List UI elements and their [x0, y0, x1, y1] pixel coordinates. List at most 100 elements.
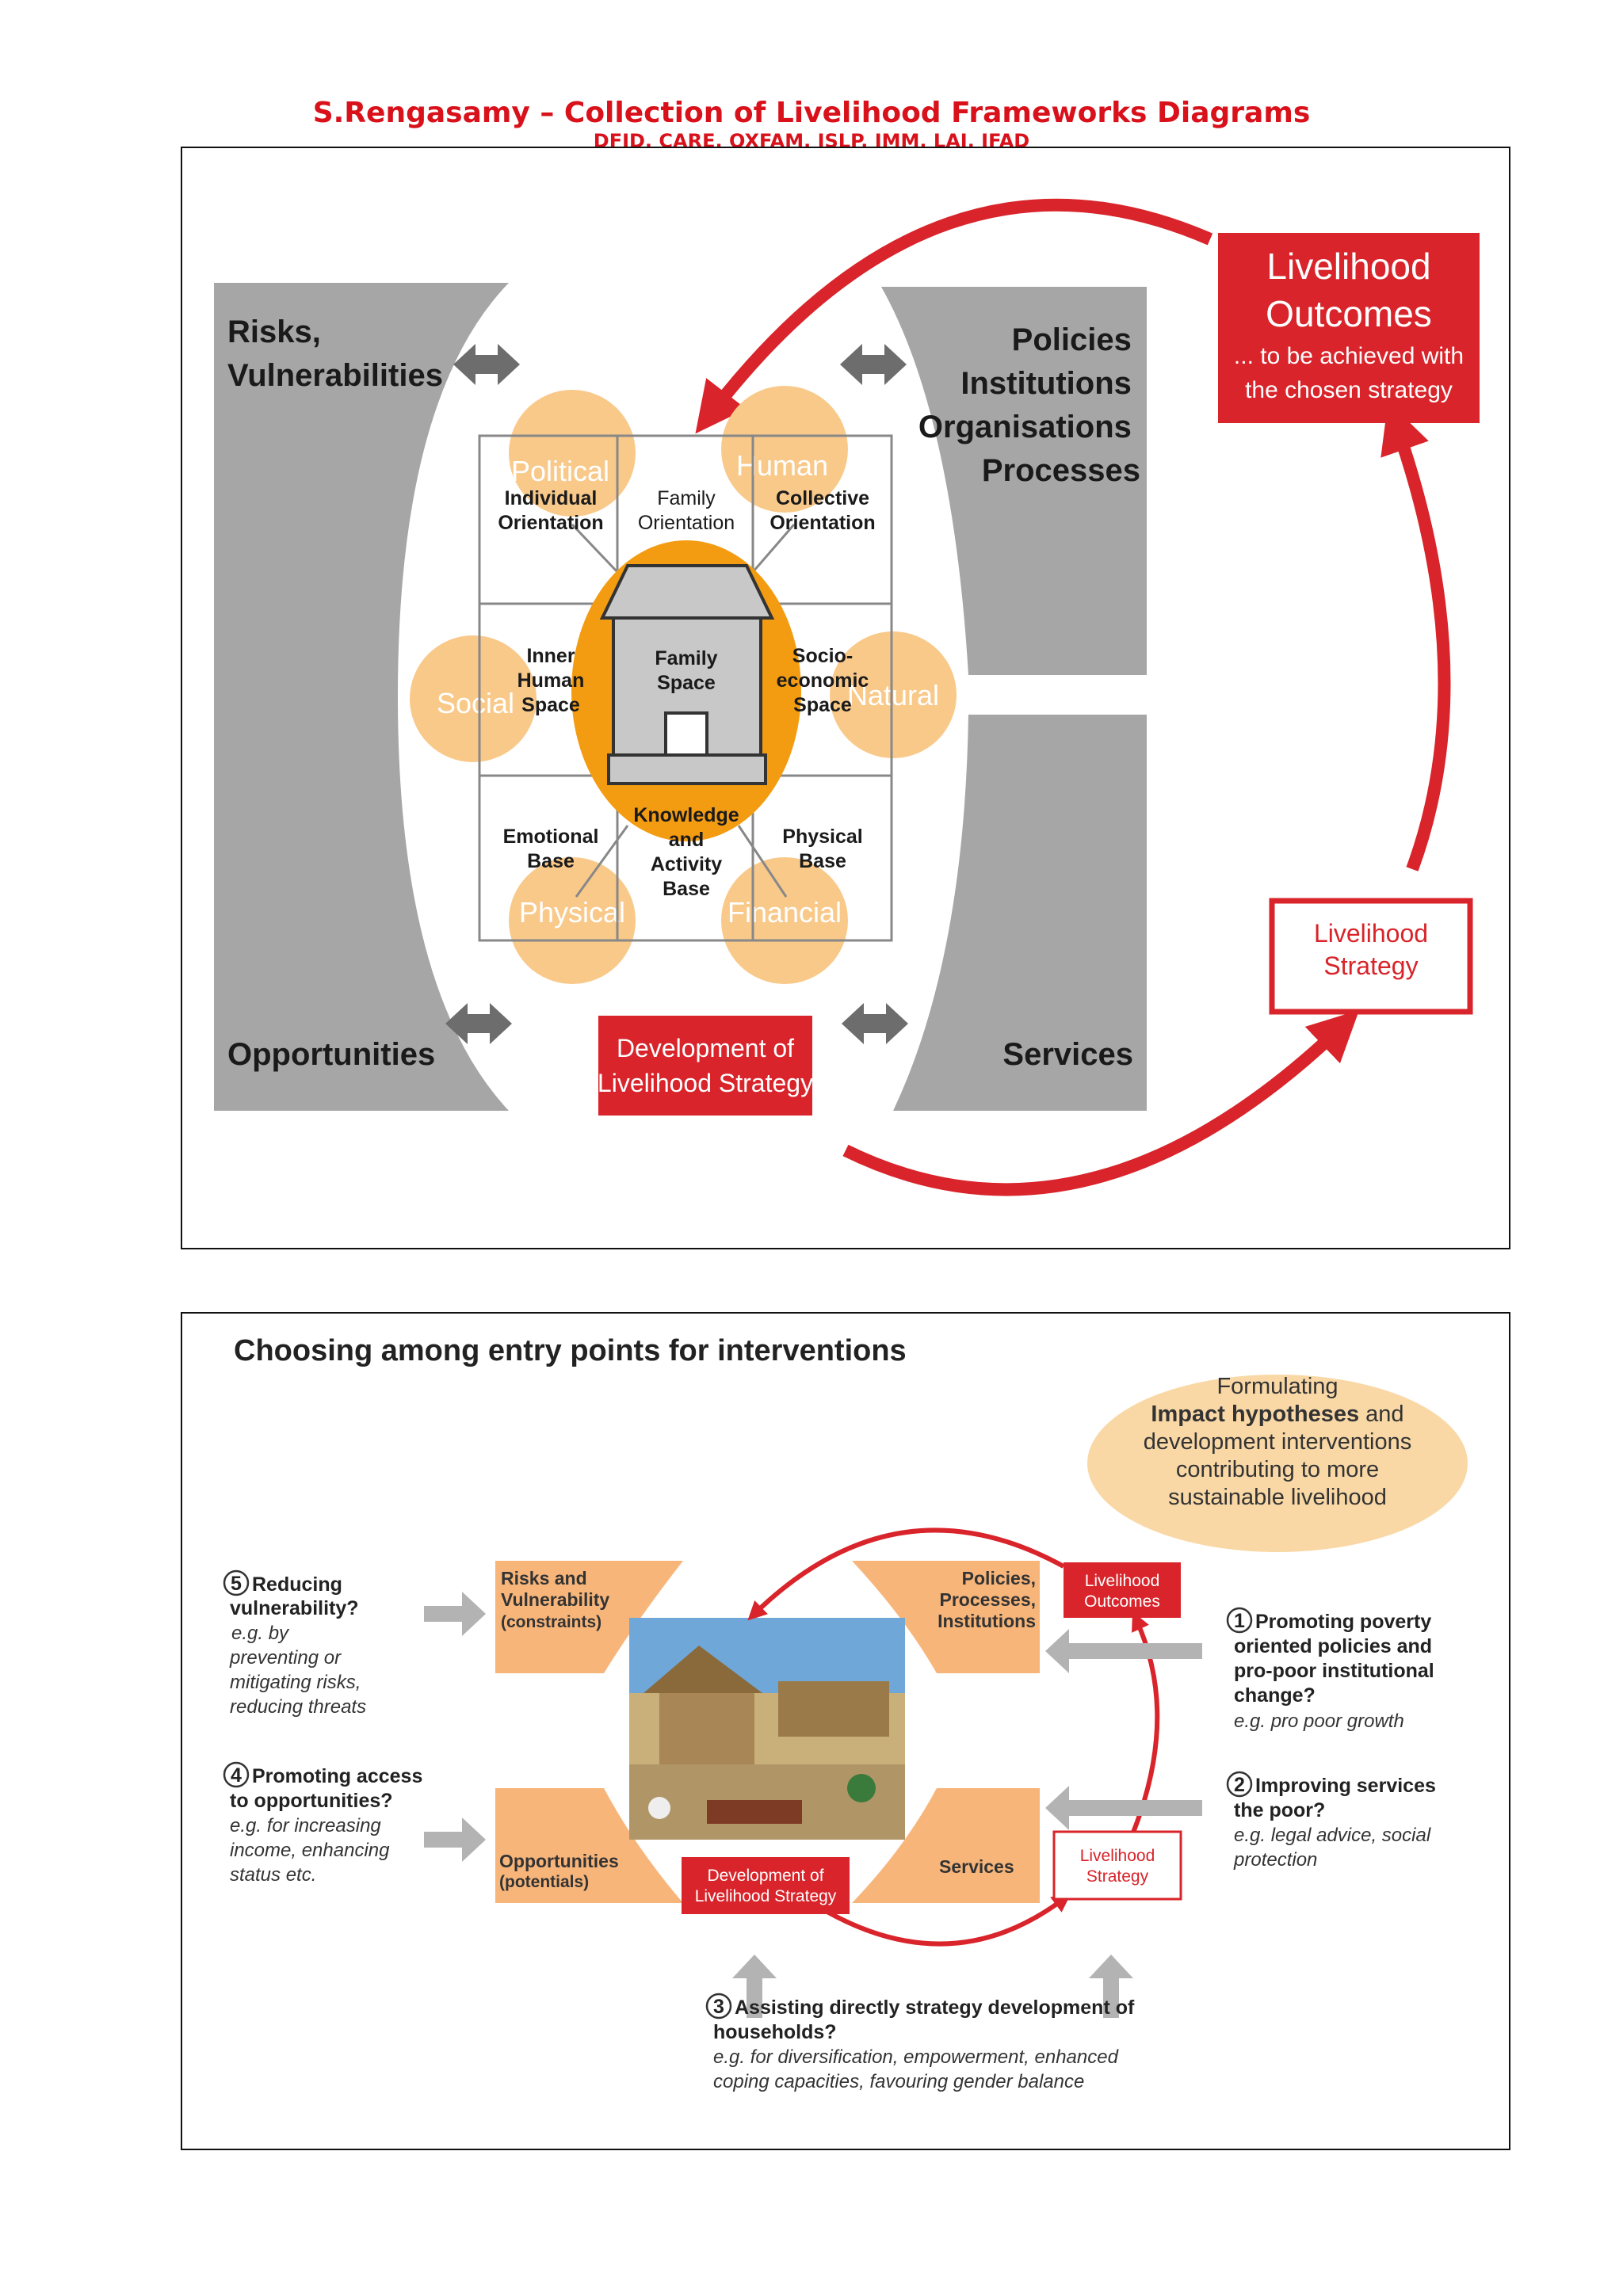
double-arrow-icon: [453, 344, 520, 385]
svg-text:... to be achieved with: ... to be achieved with: [1234, 343, 1464, 369]
svg-text:the chosen strategy: the chosen strategy: [1245, 377, 1453, 403]
arrow-left-icon: [1045, 1629, 1202, 1673]
svg-text:Livelihood: Livelihood: [1085, 1572, 1160, 1590]
human-label: Human: [736, 449, 828, 482]
svg-text:Impact hypotheses and: Impact hypotheses and: [1151, 1402, 1403, 1427]
svg-text:sustainable livelihood: sustainable livelihood: [1168, 1485, 1387, 1510]
cycle-arrow-bottom: [824, 1893, 1071, 1947]
page-title: S.Rengasamy – Collection of Livelihood F…: [312, 97, 1311, 129]
cycle-arrow-bottom: [842, 1009, 1360, 1196]
opportunities-box: [495, 1788, 683, 1903]
arrow-right-icon: [424, 1592, 486, 1636]
services-box: [852, 1788, 1040, 1903]
cycle-arrow-top: [695, 198, 1213, 434]
svg-text:Strategy: Strategy: [1323, 952, 1418, 980]
page-subtitle: DFID, CARE, OXFAM, ISLP, IMM, LAI, IFAD: [593, 130, 1030, 147]
svg-text:3: 3: [713, 1996, 724, 2018]
double-arrow-icon: [842, 1003, 908, 1044]
svg-text:Outcomes: Outcomes: [1084, 1592, 1160, 1611]
left-gray-panel: [214, 283, 509, 1111]
right-top-gray-panel: [881, 287, 1147, 675]
social-label: Social: [437, 687, 514, 719]
development-strategy-text: Development of Livelihood Strategy: [695, 1867, 837, 1905]
svg-text:development interventions: development interventions: [1144, 1429, 1412, 1455]
svg-text:4: 4: [231, 1764, 242, 1787]
livelihood-outcomes-text: Livelihood Outcomes ... to be achieved w…: [1234, 246, 1464, 403]
physical-label: Physical: [519, 896, 625, 929]
svg-text:Development of: Development of: [617, 1034, 794, 1062]
svg-text:Livelihood Strategy: Livelihood Strategy: [695, 1887, 837, 1905]
gray-arrows: [424, 1592, 1202, 2018]
impact-hypothesis-oval: [1087, 1375, 1468, 1552]
svg-text:5: 5: [231, 1573, 242, 1595]
svg-text:Livelihood Strategy: Livelihood Strategy: [598, 1069, 813, 1097]
arrow-up-icon: [732, 1955, 777, 2018]
svg-text:Development of: Development of: [707, 1867, 823, 1885]
services-label: Services: [1002, 1037, 1133, 1072]
livelihood-outcomes-box: [1064, 1562, 1181, 1618]
double-arrows: [445, 344, 908, 1044]
cycle-arrow-right: [1381, 401, 1451, 871]
arrow-left-icon: [1045, 1786, 1202, 1830]
svg-text:1: 1: [1234, 1610, 1245, 1632]
social-circle: [410, 635, 537, 762]
svg-text:Livelihood: Livelihood: [1266, 246, 1430, 287]
policies-label: Policies Institutions Organisations Proc…: [918, 322, 1140, 488]
village-photo: [629, 1618, 905, 1840]
opportunities-box-text: Opportunities(potentials): [499, 1851, 619, 1891]
livelihood-framework-panel: Risks, Vulnerabilities Opportunities Pol…: [181, 147, 1510, 1249]
policies-box: [852, 1561, 1040, 1673]
svg-text:Assisting directly strategy de: Assisting directly strategy development …: [713, 1997, 1135, 2043]
development-strategy-box: [682, 1857, 850, 1914]
svg-text:2: 2: [1234, 1774, 1245, 1796]
livelihood-outcomes-box: [1218, 233, 1480, 423]
impact-hypothesis-text: Formulating Impact hypotheses and develo…: [1144, 1374, 1412, 1510]
svg-text:Formulating: Formulating: [1216, 1374, 1338, 1399]
natural-label: Natural: [847, 679, 939, 711]
svg-text:contributing to more: contributing to more: [1176, 1457, 1379, 1482]
svg-text:Strategy: Strategy: [1086, 1867, 1149, 1886]
development-strategy-text: Development of Livelihood Strategy: [598, 1034, 813, 1097]
entry-point-3: 3 Assisting directly strategy developmen…: [705, 1993, 1135, 2092]
svg-text:e.g. pro poor growth: e.g. pro poor growth: [1234, 1711, 1404, 1732]
physical-circle: [509, 857, 636, 984]
development-strategy-box: [598, 1016, 812, 1116]
political-label: Political: [511, 455, 609, 487]
financial-label: Financial: [727, 896, 842, 929]
policies-box-text: Policies,Processes,Institutions: [938, 1568, 1036, 1631]
risks-label: Risks, Vulnerabilities: [227, 315, 443, 393]
natural-circle: [830, 631, 957, 758]
services-box-text: Services: [939, 1856, 1014, 1877]
right-bottom-gray-panel: [893, 715, 1147, 1111]
svg-text:e.g. for diversification, empo: e.g. for diversification, empowerment, e…: [713, 2046, 1119, 2092]
entry-points-panel: Choosing among entry points for interven…: [181, 1312, 1510, 2150]
svg-text:Livelihood: Livelihood: [1314, 919, 1428, 948]
opportunities-label: Opportunities: [227, 1037, 435, 1072]
livelihood-framework-diagram: Risks, Vulnerabilities Opportunities Pol…: [214, 198, 1480, 1196]
svg-text:Outcomes: Outcomes: [1266, 293, 1432, 334]
house-icon: [599, 564, 775, 785]
arrow-right-icon: [424, 1817, 486, 1862]
entry-points-title: Choosing among entry points for interven…: [234, 1334, 907, 1367]
arrow-up-icon: [1089, 1955, 1133, 2018]
svg-text:Livelihood: Livelihood: [1080, 1847, 1155, 1865]
entry-points-diagram: Choosing among entry points for interven…: [223, 1334, 1468, 2092]
political-circle: [509, 390, 636, 517]
